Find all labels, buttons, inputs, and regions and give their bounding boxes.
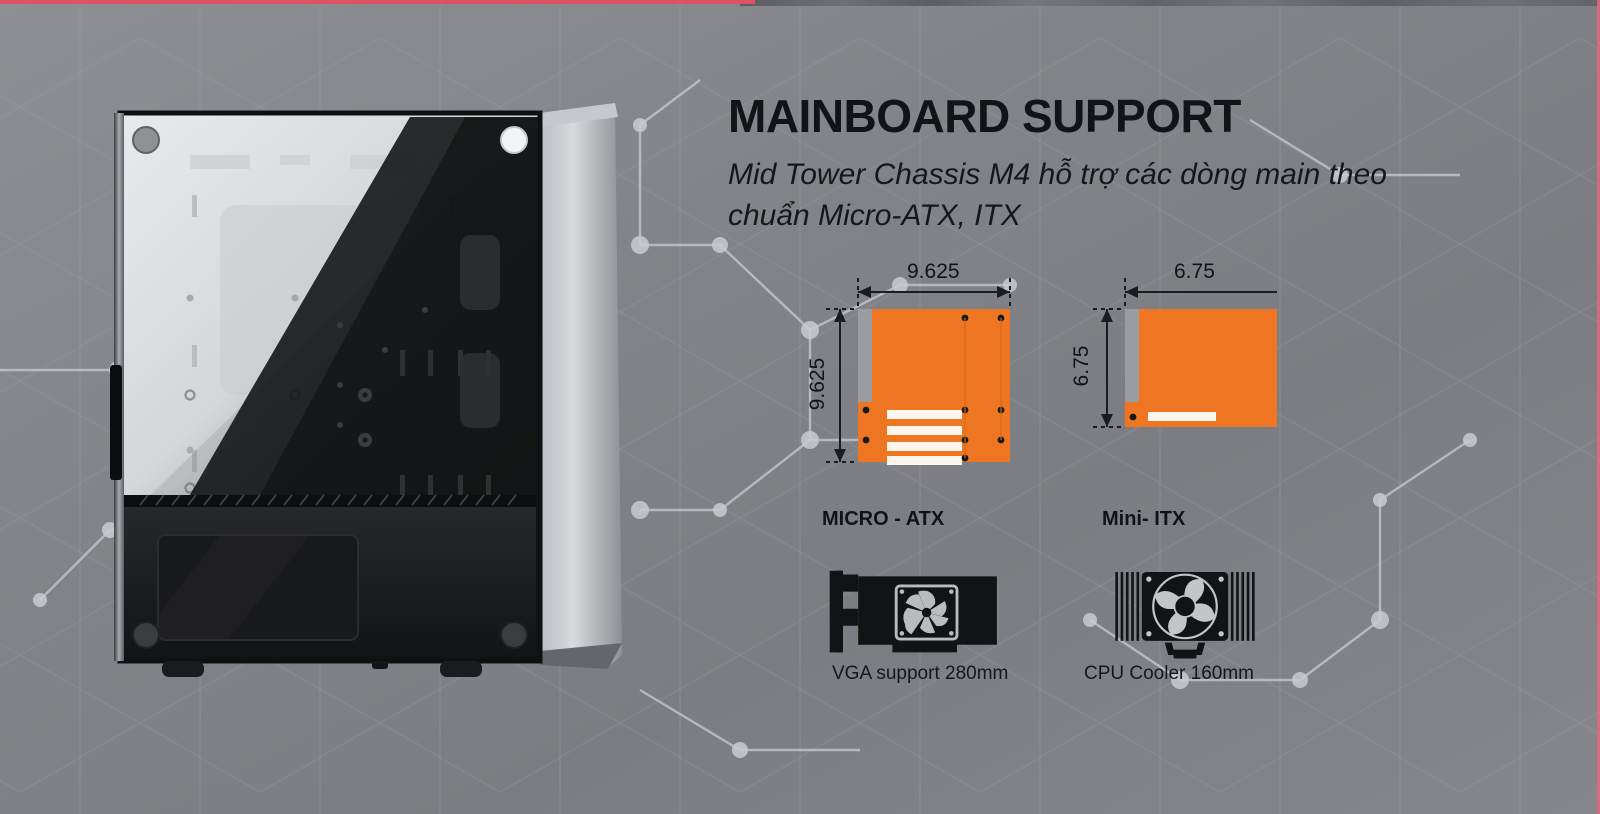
board-caption-mini-itx: Mini- ITX xyxy=(1102,508,1186,530)
text-block: MAINBOARD SUPPORT Mid Tower Chassis M4 h… xyxy=(728,90,1428,236)
board-diagram-mini-itx: 6.75 6.75 xyxy=(1070,260,1282,462)
micro-atx-height-label: 9.625 xyxy=(806,357,829,411)
right-edge-scrollbar[interactable] xyxy=(1597,0,1600,814)
mini-itx-width-label: 6.75 xyxy=(1174,260,1215,283)
page-subtitle: Mid Tower Chassis M4 hỗ trợ các dòng mai… xyxy=(728,157,1387,233)
browser-chrome-strip xyxy=(740,0,1600,6)
spec-label-vga-support: VGA support 280mm xyxy=(832,663,1009,684)
graphics-card-icon xyxy=(829,570,997,653)
board-caption-micro-atx: MICRO - ATX xyxy=(822,508,945,530)
page-load-progress-bar xyxy=(0,0,755,4)
page-title: MAINBOARD SUPPORT xyxy=(728,90,1241,142)
product-image-chassis xyxy=(110,95,650,685)
board-diagram-micro-atx: 9.625 9.625 xyxy=(806,260,1040,492)
mini-itx-height-label: 6.75 xyxy=(1070,345,1093,387)
spec-item-vga-support: VGA support 280mm xyxy=(824,565,1024,705)
cpu-cooler-fan-icon xyxy=(1115,572,1255,659)
micro-atx-width-label: 9.625 xyxy=(907,260,960,283)
spec-icons-row: VGA support 280mm xyxy=(810,565,1330,715)
spec-item-cpu-cooler: CPU Cooler 160mm xyxy=(1084,565,1310,705)
spec-label-cpu-cooler: CPU Cooler 160mm xyxy=(1084,663,1254,684)
mainboard-size-diagrams: 9.625 9.625 MICRO - ATX xyxy=(806,260,1330,552)
